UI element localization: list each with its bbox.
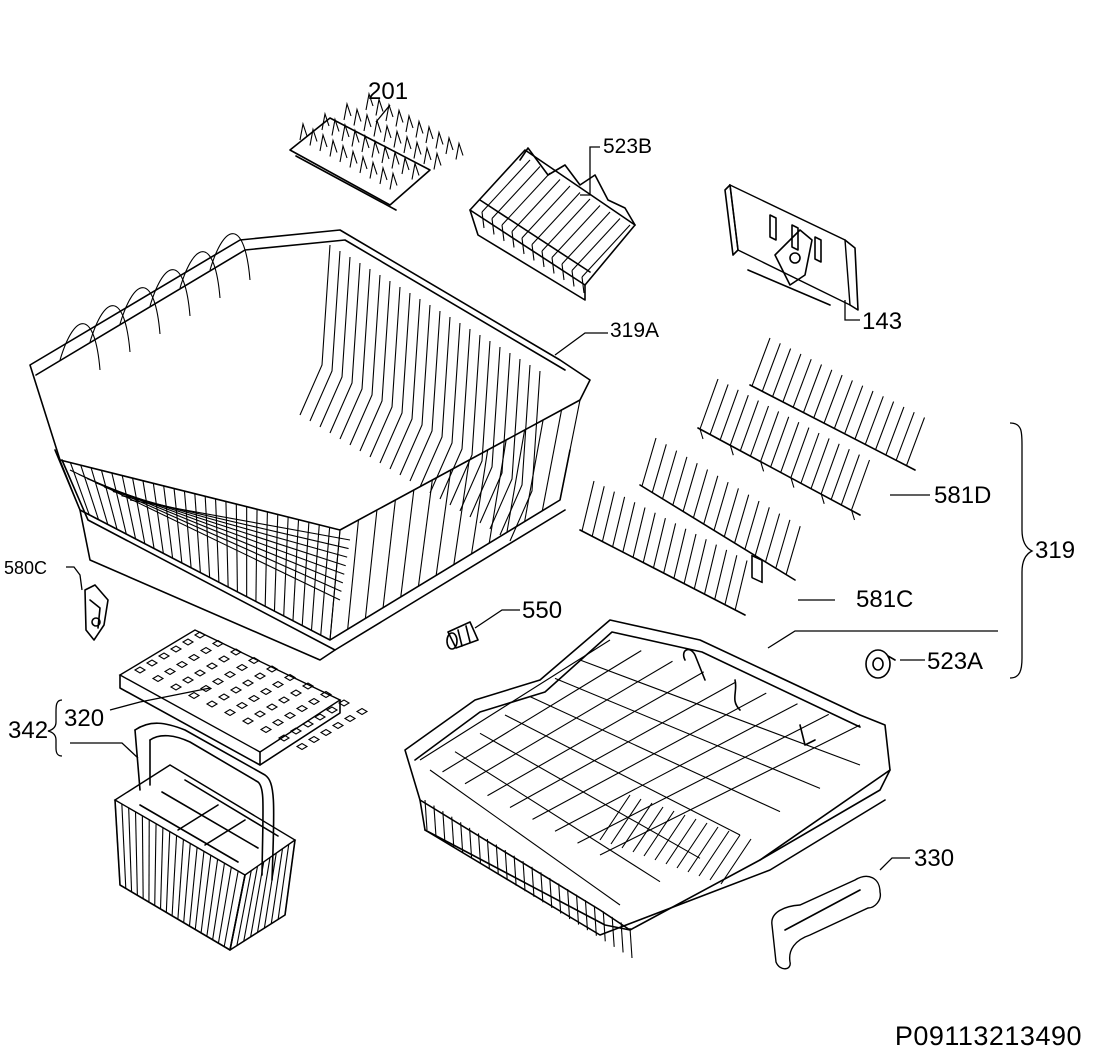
label-342: 342 (8, 717, 49, 744)
part-580C-clip (84, 584, 109, 641)
label-201: 201 (368, 78, 409, 105)
part-319A-upper-basket (29, 229, 591, 661)
part-320-basket-lid (118, 629, 369, 766)
part-201-tine-rack (289, 91, 464, 211)
part-523B-cup-shelf (469, 147, 636, 301)
document-id: P09113213490 (894, 1021, 1082, 1051)
part-342-cutlery-basket (113, 722, 297, 951)
label-330: 330 (914, 845, 955, 872)
label-143: 143 (862, 308, 903, 335)
label-319A: 319A (610, 319, 660, 342)
label-523A: 523A (927, 648, 984, 675)
label-523B: 523B (603, 135, 653, 158)
label-550: 550 (522, 597, 563, 624)
part-581D-tine-row (697, 337, 926, 521)
label-580C: 580C (4, 558, 48, 578)
label-320: 320 (64, 705, 105, 732)
label-581D: 581D (934, 482, 992, 509)
part-581C-tine-row (579, 437, 801, 616)
part-550-axle (446, 621, 479, 650)
part-330-handle (771, 875, 882, 970)
leader-lines (47, 104, 1034, 871)
label-319: 319 (1035, 537, 1076, 564)
label-581C: 581C (856, 586, 914, 613)
part-319-lower-basket (404, 619, 891, 959)
part-523A-wheel (865, 649, 896, 679)
part-143-rail-bracket (724, 183, 859, 584)
